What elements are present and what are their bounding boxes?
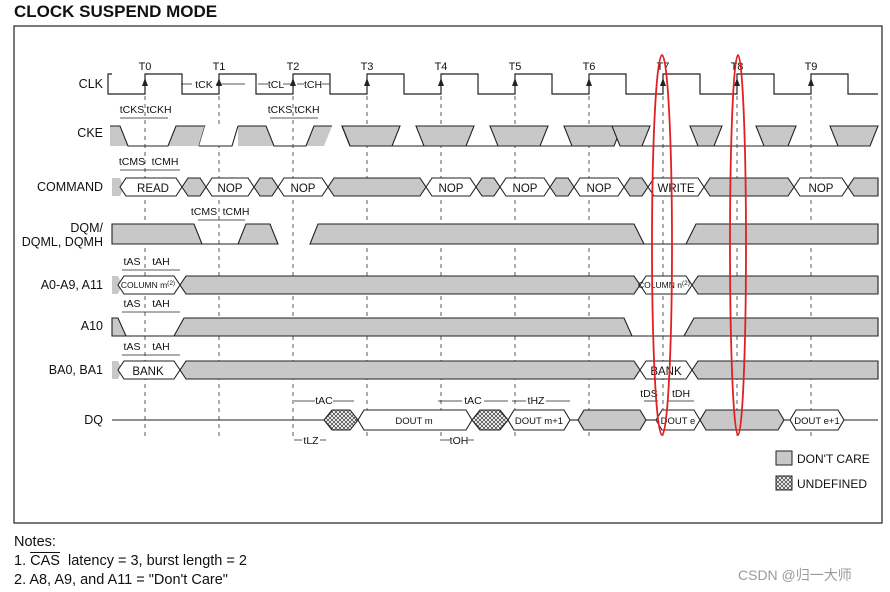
address-column-n: COLUMN n(2) xyxy=(638,280,690,290)
timing-tcms-1: tCMS xyxy=(119,156,145,168)
timing-tac-1: tAC xyxy=(315,395,333,407)
timing-tcmh-2: tCMH xyxy=(223,206,250,218)
timing-tah-2: tAH xyxy=(152,298,170,310)
signal-label-a10: A10 xyxy=(81,319,103,333)
command-nop-1: NOP xyxy=(218,183,243,195)
clk-edge-arrow xyxy=(586,78,592,86)
timing-tch: tCH xyxy=(304,79,322,91)
bank-bus xyxy=(112,360,879,380)
watermark: CSDN @归一大师 xyxy=(738,567,852,583)
clk-edge-arrow xyxy=(364,78,370,86)
clk-edge-arrow xyxy=(290,78,296,86)
command-nop-5: NOP xyxy=(587,183,612,195)
legend-dont-care: DON'T CARE xyxy=(797,452,870,466)
notes-section: Notes: 1. CAS latency = 3, burst length … xyxy=(14,533,247,590)
timing-tcmh-1: tCMH xyxy=(152,156,179,168)
timing-tas-1: tAS xyxy=(124,256,141,268)
command-read: READ xyxy=(137,183,169,195)
command-write: WRITE xyxy=(657,183,694,195)
legend: DON'T CARE UNDEFINED xyxy=(775,450,870,491)
clk-edge-arrow xyxy=(808,78,814,86)
signal-label-address: A0-A9, A11 xyxy=(41,278,103,292)
tick-label-t4: T4 xyxy=(435,61,448,73)
note-1: 1. CAS latency = 3, burst length = 2 xyxy=(14,553,247,569)
signal-label-bank: BA0, BA1 xyxy=(49,363,103,377)
clk-edge-arrow xyxy=(142,78,148,86)
timing-tcks-2: tCKS xyxy=(268,104,293,116)
command-nop-6: NOP xyxy=(809,183,834,195)
tick-label-t0: T0 xyxy=(139,61,152,73)
note-2: 2. A8, A9, and A11 = "Don't Care" xyxy=(14,572,228,588)
dq-dout-m: DOUT m xyxy=(395,416,432,427)
a10-waveform xyxy=(111,317,879,337)
bank-label-1: BANK xyxy=(132,366,164,378)
red-highlight-ellipses xyxy=(651,54,747,436)
timing-tcl: tCL xyxy=(268,79,285,91)
highlight-ellipse-t7 xyxy=(651,54,673,436)
tick-label-t1: T1 xyxy=(213,61,226,73)
address-column-m: COLUMN m(2) xyxy=(121,280,175,290)
timing-diagram: CLK CKE COMMAND DQM/ DQML, DQMH A0-A9, A… xyxy=(13,25,883,524)
dqm-waveform xyxy=(111,223,879,245)
legend-swatch-undefined xyxy=(775,475,793,491)
timing-tas-2: tAS xyxy=(124,298,141,310)
tick-label-t2: T2 xyxy=(287,61,300,73)
dq-dout-e: DOUT e xyxy=(661,416,696,427)
timing-annotation-lines xyxy=(120,83,694,441)
clk-edge-arrow xyxy=(438,78,444,86)
clk-waveform xyxy=(107,73,878,95)
timing-tas-3: tAS xyxy=(124,341,141,353)
clk-edge-arrow xyxy=(512,78,518,86)
timing-tac-2: tAC xyxy=(464,395,482,407)
timing-tlz: tLZ xyxy=(303,435,319,447)
timing-thz: tHZ xyxy=(528,395,546,407)
clk-edge-arrow xyxy=(660,78,666,86)
timing-tckh-2: tCKH xyxy=(294,104,319,116)
timing-tck: tCK xyxy=(195,79,213,91)
signal-label-clk: CLK xyxy=(79,77,104,91)
address-bus xyxy=(112,275,879,295)
timing-tah-1: tAH xyxy=(152,256,170,268)
timing-tcms-2: tCMS xyxy=(191,206,217,218)
timing-toh: tOH xyxy=(450,435,469,447)
timing-tckh-1: tCKH xyxy=(146,104,171,116)
tick-label-t6: T6 xyxy=(583,61,596,73)
dq-dout-e1: DOUT e+1 xyxy=(794,416,840,427)
clock-gridlines xyxy=(144,96,812,436)
timing-tds: tDS xyxy=(640,388,658,400)
command-bus xyxy=(112,177,879,197)
signal-label-command: COMMAND xyxy=(37,180,103,194)
signal-label-dqm: DQM/ xyxy=(70,221,103,235)
timing-tah-3: tAH xyxy=(152,341,170,353)
diagram-title: CLOCK SUSPEND MODE xyxy=(14,2,218,21)
clk-edge-arrow xyxy=(734,78,740,86)
tick-label-t3: T3 xyxy=(361,61,374,73)
signal-label-dqml-dqmh: DQML, DQMH xyxy=(22,235,103,249)
tick-label-t5: T5 xyxy=(509,61,522,73)
signal-label-cke: CKE xyxy=(77,126,103,140)
command-nop-3: NOP xyxy=(439,183,464,195)
diagram-frame xyxy=(13,25,883,524)
legend-undefined: UNDEFINED xyxy=(797,477,867,491)
cke-waveform xyxy=(110,125,879,147)
legend-swatch-dont-care xyxy=(775,450,793,466)
clk-edge-arrow xyxy=(216,78,222,86)
dq-dout-m1: DOUT m+1 xyxy=(515,416,563,427)
command-nop-2: NOP xyxy=(291,183,316,195)
bank-label-2: BANK xyxy=(650,366,682,378)
dq-bus xyxy=(112,409,878,431)
command-read-box xyxy=(119,177,183,197)
highlight-ellipse-t8 xyxy=(729,54,747,436)
command-nop-4: NOP xyxy=(513,183,538,195)
signal-label-dq: DQ xyxy=(84,413,103,427)
timing-tcks-1: tCKS xyxy=(120,104,145,116)
tick-label-t9: T9 xyxy=(805,61,818,73)
notes-heading: Notes: xyxy=(14,534,56,550)
timing-tdh: tDH xyxy=(672,388,690,400)
note-1-cas: CAS xyxy=(30,553,60,569)
